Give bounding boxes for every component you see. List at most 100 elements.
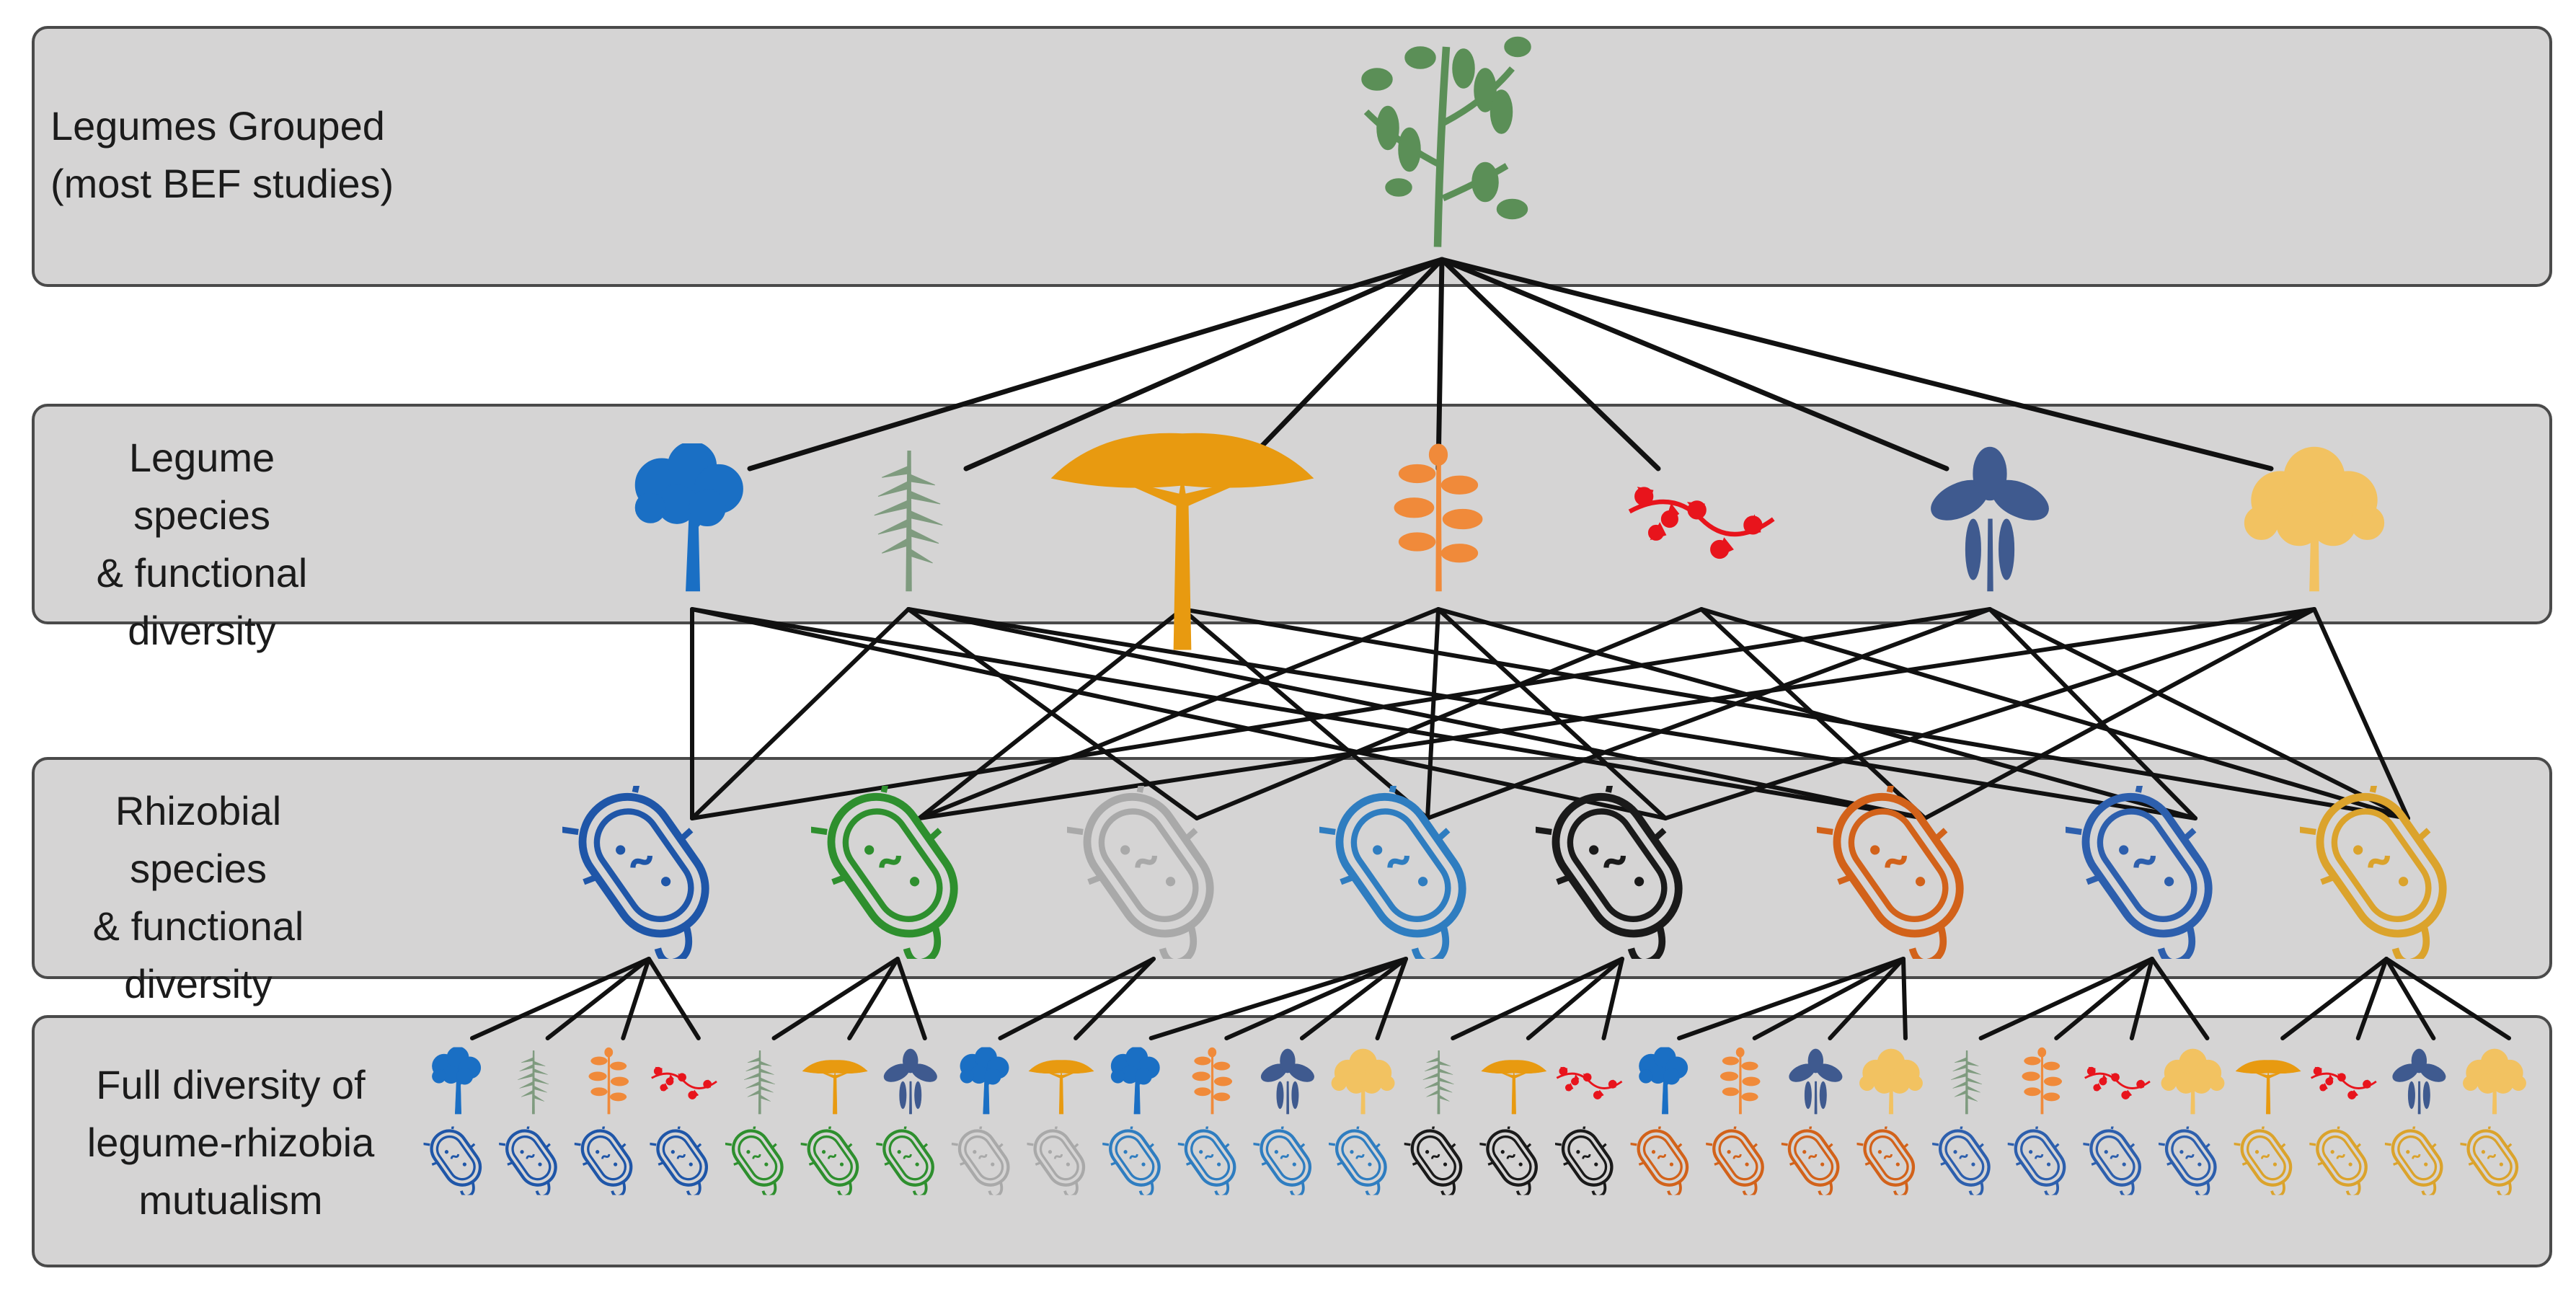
- legume-species-label: Legume species & functional diversity: [96, 435, 308, 653]
- pair-navy-leaf-icon: [880, 1048, 940, 1115]
- pair-bacterium-icon: [1249, 1120, 1327, 1203]
- rhizobium-to-pair-edge: [2355, 957, 2389, 1040]
- pair-bacterium-icon: [2154, 1120, 2232, 1203]
- pair-blue-tree-icon: [1110, 1047, 1160, 1115]
- pair-orange-plant-icon: [2022, 1047, 2063, 1115]
- pair-bacterium-icon: [1023, 1120, 1101, 1203]
- legume-species-band: [32, 404, 2552, 624]
- rhizobial-species-label: Rhizobial species & functional diversity: [92, 788, 304, 1006]
- pair-bacterium-icon: [2456, 1120, 2534, 1203]
- rhizobium-to-pair-edge: [1299, 957, 1408, 1040]
- legume-to-rhizobium-edge: [1436, 607, 1668, 820]
- top-to-legume-edge: [1439, 257, 1949, 472]
- rhizobium-to-pair-edge: [1978, 957, 2154, 1040]
- rhizobium-to-pair-edge: [470, 957, 651, 1040]
- pair-blue-tree-icon: [960, 1047, 1009, 1115]
- rhizobium-5-icon: [1526, 769, 1722, 979]
- rhizobium-to-pair-edge: [545, 957, 651, 1040]
- pair-acacia-tree-icon: [1481, 1060, 1547, 1115]
- legume-to-rhizobium-edge: [1923, 607, 2316, 820]
- pair-bacterium-icon: [1702, 1120, 1780, 1203]
- red-vine-icon: [1629, 487, 1774, 559]
- rhizobium-to-pair-edge: [2054, 957, 2154, 1040]
- legume-to-rhizobium-edge: [1988, 607, 2197, 820]
- top-to-legume-edge: [1439, 257, 2274, 472]
- pair-orange-plant-icon: [588, 1047, 629, 1115]
- blue-tree-icon: [634, 443, 743, 592]
- pair-bacterium-icon: [1777, 1120, 1855, 1203]
- rhizobium-to-pair-edge: [1375, 957, 1408, 1040]
- rhizobium-to-pair-edge: [2384, 957, 2511, 1040]
- rhizobium-to-pair-edge: [2129, 957, 2154, 1040]
- rhizobium-to-pair-edge: [1074, 957, 1156, 1040]
- pair-navy-leaf-icon: [1258, 1048, 1317, 1115]
- rhizobium-to-pair-edge: [2150, 957, 2210, 1040]
- rhizobium-to-pair-edge: [998, 957, 1156, 1040]
- pair-green-fern-icon: [1950, 1050, 1983, 1115]
- rhizobium-to-pair-edge: [1451, 957, 1624, 1040]
- grouped-legumes-band: [32, 26, 2552, 287]
- rhizobium-to-pair-edge: [1901, 957, 1908, 1040]
- pair-bacterium-icon: [570, 1120, 648, 1203]
- rhizobium-3-icon: [1057, 769, 1253, 979]
- pair-blue-tree-icon: [432, 1047, 482, 1115]
- pair-orange-plant-icon: [1719, 1047, 1761, 1115]
- pair-navy-leaf-icon: [1786, 1048, 1846, 1115]
- legume-to-rhizobium-edge: [906, 607, 1927, 820]
- top-to-legume-edge: [1237, 257, 1445, 472]
- pair-red-vine-icon: [2084, 1066, 2151, 1101]
- rhizobium-to-pair-edge: [647, 957, 701, 1040]
- rhizobium-to-pair-edge: [1677, 957, 1906, 1040]
- pair-bacterium-icon: [1400, 1120, 1478, 1203]
- pair-bacterium-icon: [947, 1120, 1025, 1203]
- pair-bacterium-icon: [2381, 1120, 2458, 1203]
- pair-red-vine-icon: [2310, 1066, 2378, 1101]
- top-to-legume-edge: [747, 257, 1445, 472]
- pair-bacterium-icon: [2230, 1120, 2308, 1203]
- rhizobium-to-pair-edge: [1526, 957, 1624, 1040]
- pair-bacterium-icon: [1928, 1120, 2006, 1203]
- rhizobium-1-icon: [552, 769, 748, 979]
- pair-red-vine-icon: [650, 1066, 718, 1101]
- pair-acacia-tree-icon: [802, 1060, 868, 1115]
- rhizobium-to-pair-edge: [1752, 957, 1906, 1040]
- pair-acacia-tree-icon: [1028, 1060, 1094, 1115]
- pair-orange-plant-icon: [1192, 1047, 1233, 1115]
- pair-blue-tree-icon: [1639, 1047, 1688, 1115]
- pair-red-vine-icon: [1555, 1066, 1623, 1101]
- pair-bacterium-icon: [721, 1120, 799, 1203]
- legume-to-rhizobium-edge: [1180, 607, 1430, 820]
- top-to-legume-edge: [1439, 257, 1661, 472]
- orange-plant-icon: [1394, 443, 1483, 592]
- pair-green-fern-icon: [1422, 1050, 1454, 1115]
- rhizobium-to-pair-edge: [621, 957, 651, 1040]
- legume-to-rhizobium-edge: [1425, 607, 1992, 820]
- legume-to-rhizobium-edge: [1195, 607, 1704, 820]
- legume-to-rhizobium-edge: [1699, 607, 2410, 820]
- grouped-legume-icon: [1362, 37, 1531, 247]
- rhizobium-to-pair-edge: [1828, 957, 1906, 1040]
- pair-yellow-bush-icon: [1331, 1048, 1395, 1115]
- legume-to-rhizobium-edge: [1180, 607, 2410, 820]
- rhizobium-to-pair-edge: [771, 957, 900, 1040]
- pair-yellow-bush-icon: [2161, 1048, 2225, 1115]
- pair-bacterium-icon: [1476, 1120, 1554, 1203]
- pair-bacterium-icon: [1853, 1120, 1931, 1203]
- rhizobium-8-icon: [2290, 769, 2486, 979]
- pair-bacterium-icon: [2306, 1120, 2384, 1203]
- full-diversity-label: Full diversity of legume-rhizobia mutual…: [87, 1062, 375, 1223]
- rhizobium-to-pair-edge: [2384, 957, 2436, 1040]
- legume-to-rhizobium-edge: [1663, 607, 2316, 820]
- legume-to-rhizobium-edge: [690, 607, 1992, 820]
- top-to-legume-edge: [1435, 257, 1445, 472]
- rhizobium-to-pair-edge: [1148, 957, 1408, 1040]
- legume-to-rhizobium-edge: [2312, 607, 2410, 820]
- legume-to-rhizobium-edge: [1699, 607, 1927, 820]
- green-fern-icon: [874, 450, 943, 592]
- legume-to-rhizobium-edge: [917, 607, 1185, 820]
- pair-bacterium-icon: [872, 1120, 950, 1203]
- rhizobium-to-pair-edge: [2280, 957, 2389, 1040]
- pair-bacterium-icon: [1174, 1120, 1252, 1203]
- pair-bacterium-icon: [646, 1120, 724, 1203]
